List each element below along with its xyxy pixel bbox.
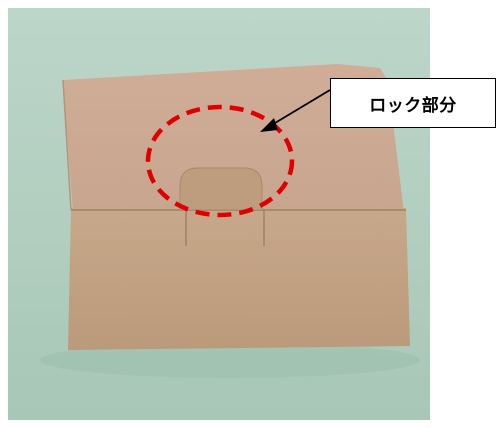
box-top [63, 64, 404, 213]
box-photo-drawing [8, 8, 430, 420]
box-front [68, 208, 410, 350]
floor-shadow [40, 342, 420, 378]
arrow-icon [269, 89, 331, 127]
dashed-ellipse-icon [145, 104, 295, 218]
arrow-head [260, 118, 278, 132]
callout-box: ロック部分 [330, 78, 496, 128]
callout-label: ロック部分 [369, 95, 457, 116]
box-photo [8, 8, 430, 420]
lock-tab [179, 167, 263, 211]
box-side-edge [62, 79, 72, 211]
